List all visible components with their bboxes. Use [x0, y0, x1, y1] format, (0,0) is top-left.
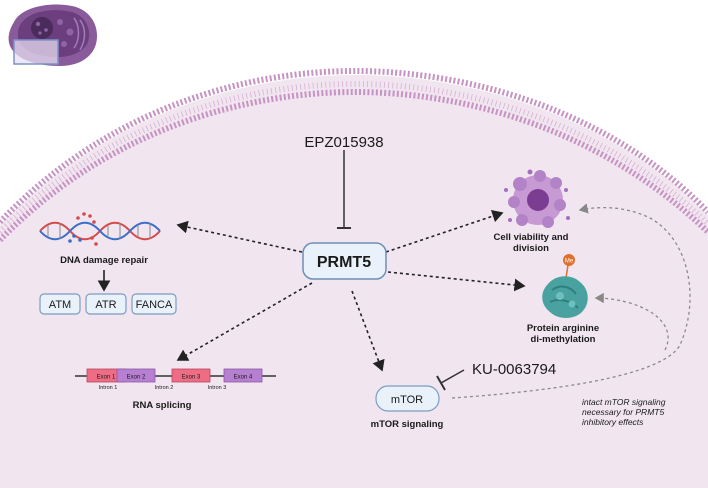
exon-1-label: Exon 1	[97, 375, 116, 381]
protein-label-line2: di-methylation	[531, 334, 596, 345]
mtor-label: mTOR signaling	[371, 419, 444, 430]
arrow-to-cell	[385, 209, 504, 253]
intron-2-label: Intron 2	[155, 385, 174, 391]
gene-atm-box: ATM	[39, 293, 81, 315]
dividing-cell-icon	[504, 169, 570, 228]
ku-label: KU-0063794	[472, 361, 556, 378]
gene-atr-label: ATR	[95, 299, 116, 311]
exon-4-label: Exon 4	[234, 375, 253, 381]
mtor-node: mTOR	[375, 385, 440, 412]
arrow-to-protein	[387, 271, 526, 292]
gene-fanca-label: FANCA	[136, 299, 173, 311]
protein-icon: Me	[542, 254, 588, 318]
feedback-curve-cell	[451, 203, 691, 399]
rna-splicing-gene: Exon 1 Exon 2 Exon 3 Exon 4 Intron 1 Int…	[75, 368, 276, 391]
cell-label-line1: Cell viability and	[494, 232, 569, 243]
arrow-to-rna	[176, 282, 313, 361]
note-line1: intact mTOR signaling	[582, 397, 666, 407]
dna-label: DNA damage repair	[60, 255, 148, 266]
arrow-to-mtor	[351, 290, 385, 372]
rna-label: RNA splicing	[133, 400, 192, 411]
feedback-curve-protein	[594, 292, 669, 351]
exon-2-label: Exon 2	[127, 375, 146, 381]
cell-thumbnail-icon	[8, 4, 97, 66]
gene-atm-label: ATM	[49, 299, 71, 311]
protein-label-line1: Protein arginine	[527, 323, 599, 334]
gene-atr-box: ATR	[85, 293, 127, 315]
dna-helix-icon	[39, 212, 161, 246]
prmt5-label: PRMT5	[317, 254, 371, 271]
cell-label-line2: division	[513, 243, 549, 254]
note-line2: necessary for PRMT5	[582, 407, 664, 417]
ku-inhibition-bar	[436, 375, 446, 391]
epz-label: EPZ015938	[304, 134, 383, 151]
note-line3: inhibitory effects	[582, 417, 644, 427]
intron-1-label: Intron 1	[99, 385, 118, 391]
mtor-node-label: mTOR	[391, 394, 423, 406]
exon-2-box	[116, 368, 156, 383]
exon-3-label: Exon 3	[182, 375, 201, 381]
gene-fanca-box: FANCA	[131, 293, 177, 315]
ku-inhibition-line	[440, 369, 465, 384]
exon-3-box	[171, 368, 211, 383]
intron-3-label: Intron 3	[208, 385, 227, 391]
prmt5-node: PRMT5	[302, 242, 387, 280]
exon-4-box	[223, 368, 263, 383]
methyl-badge: Me	[565, 259, 574, 265]
